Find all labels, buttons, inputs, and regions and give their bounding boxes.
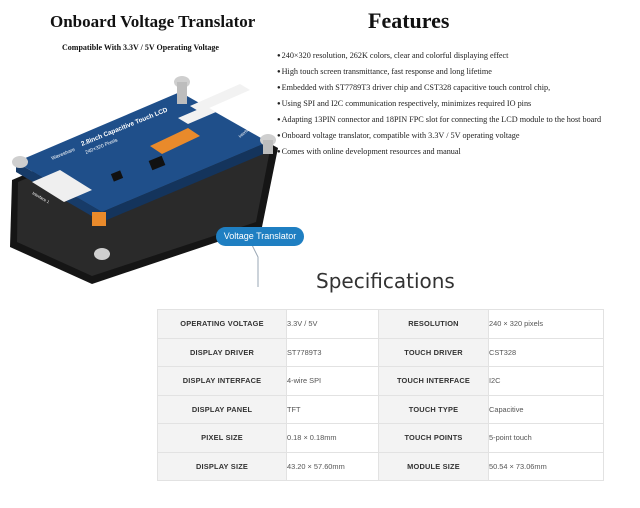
fpc-cable: [150, 128, 200, 154]
table-row: DISPLAY INTERFACE 4-wire SPI TOUCH INTER…: [157, 366, 604, 396]
spec-key: TOUCH DRIVER: [378, 337, 489, 367]
fpc-connector: [190, 84, 250, 112]
spec-key: OPERATING VOLTAGE: [157, 309, 287, 339]
spec-key: DISPLAY INTERFACE: [157, 366, 287, 396]
spec-key: DISPLAY PANEL: [157, 394, 287, 424]
specifications-table: OPERATING VOLTAGE 3.3V / 5V RESOLUTION 2…: [157, 309, 604, 481]
spec-value: I2C: [488, 366, 604, 396]
features-list: 240×320 resolution, 262K colors, clear a…: [277, 48, 640, 160]
lcd-module-illustration: 2.8inch Capacitive Touch LCD 240×320 Pix…: [10, 76, 278, 290]
spec-value: CST328: [488, 337, 604, 367]
feature-item: Adapting 13PIN connector and 18PIN FPC s…: [277, 112, 640, 128]
spec-value: 5-point touch: [488, 423, 604, 453]
spec-key: MODULE SIZE: [378, 451, 489, 481]
features-title: Features: [368, 8, 450, 33]
lcd-module-image: 2.8inch Capacitive Touch LCD 240×320 Pix…: [0, 62, 290, 290]
chip: [148, 155, 166, 171]
voltage-translator-callout: Voltage Translator: [216, 227, 304, 246]
spec-value: 0.18 × 0.18mm: [286, 423, 379, 453]
table-row: DISPLAY DRIVER ST7789T3 TOUCH DRIVER CST…: [157, 337, 604, 367]
spec-key: PIXEL SIZE: [157, 423, 287, 453]
table-row: DISPLAY PANEL TFT TOUCH TYPE Capacitive: [157, 394, 604, 424]
standoff: [12, 156, 28, 168]
spec-value: 4-wire SPI: [286, 366, 379, 396]
left-heading-subtitle: Compatible With 3.3V / 5V Operating Volt…: [62, 43, 219, 52]
standoff-post: [263, 140, 273, 154]
left-heading-title: Onboard Voltage Translator: [50, 12, 256, 31]
feature-item: Using SPI and I2C communication respecti…: [277, 96, 640, 112]
table-row: PIXEL SIZE 0.18 × 0.18mm TOUCH POINTS 5-…: [157, 423, 604, 453]
table-row: DISPLAY SIZE 43.20 × 57.60mm MODULE SIZE…: [157, 451, 604, 481]
pcb-edge-right: [102, 142, 268, 222]
spec-value: ST7789T3: [286, 337, 379, 367]
spec-key: TOUCH INTERFACE: [378, 366, 489, 396]
feature-item: Onboard voltage translator, compatible w…: [277, 128, 640, 144]
spec-value: TFT: [286, 394, 379, 424]
standoff: [94, 248, 110, 260]
feature-item: Embedded with ST7789T3 driver chip and C…: [277, 80, 640, 96]
fpc-connector: [178, 106, 216, 124]
specifications-title: Specifications: [316, 269, 455, 293]
chip: [110, 170, 124, 182]
spec-key: DISPLAY DRIVER: [157, 337, 287, 367]
spec-value: 50.54 × 73.06mm: [488, 451, 604, 481]
table-row: OPERATING VOLTAGE 3.3V / 5V RESOLUTION 2…: [157, 309, 604, 339]
spec-value: Capacitive: [488, 394, 604, 424]
spec-value: 3.3V / 5V: [286, 309, 379, 339]
feature-item: 240×320 resolution, 262K colors, clear a…: [277, 48, 640, 64]
spec-key: DISPLAY SIZE: [157, 451, 287, 481]
spec-key: RESOLUTION: [378, 309, 489, 339]
standoff-post: [177, 82, 187, 104]
voltage-translator-chip: [92, 212, 106, 226]
feature-item: Comes with online development resources …: [277, 144, 640, 160]
spec-key: TOUCH POINTS: [378, 423, 489, 453]
spec-value: 240 × 320 pixels: [488, 309, 604, 339]
spec-key: TOUCH TYPE: [378, 394, 489, 424]
feature-item: High touch screen transmittance, fast re…: [277, 64, 640, 80]
pin-header-left: [32, 170, 92, 202]
spec-value: 43.20 × 57.60mm: [286, 451, 379, 481]
